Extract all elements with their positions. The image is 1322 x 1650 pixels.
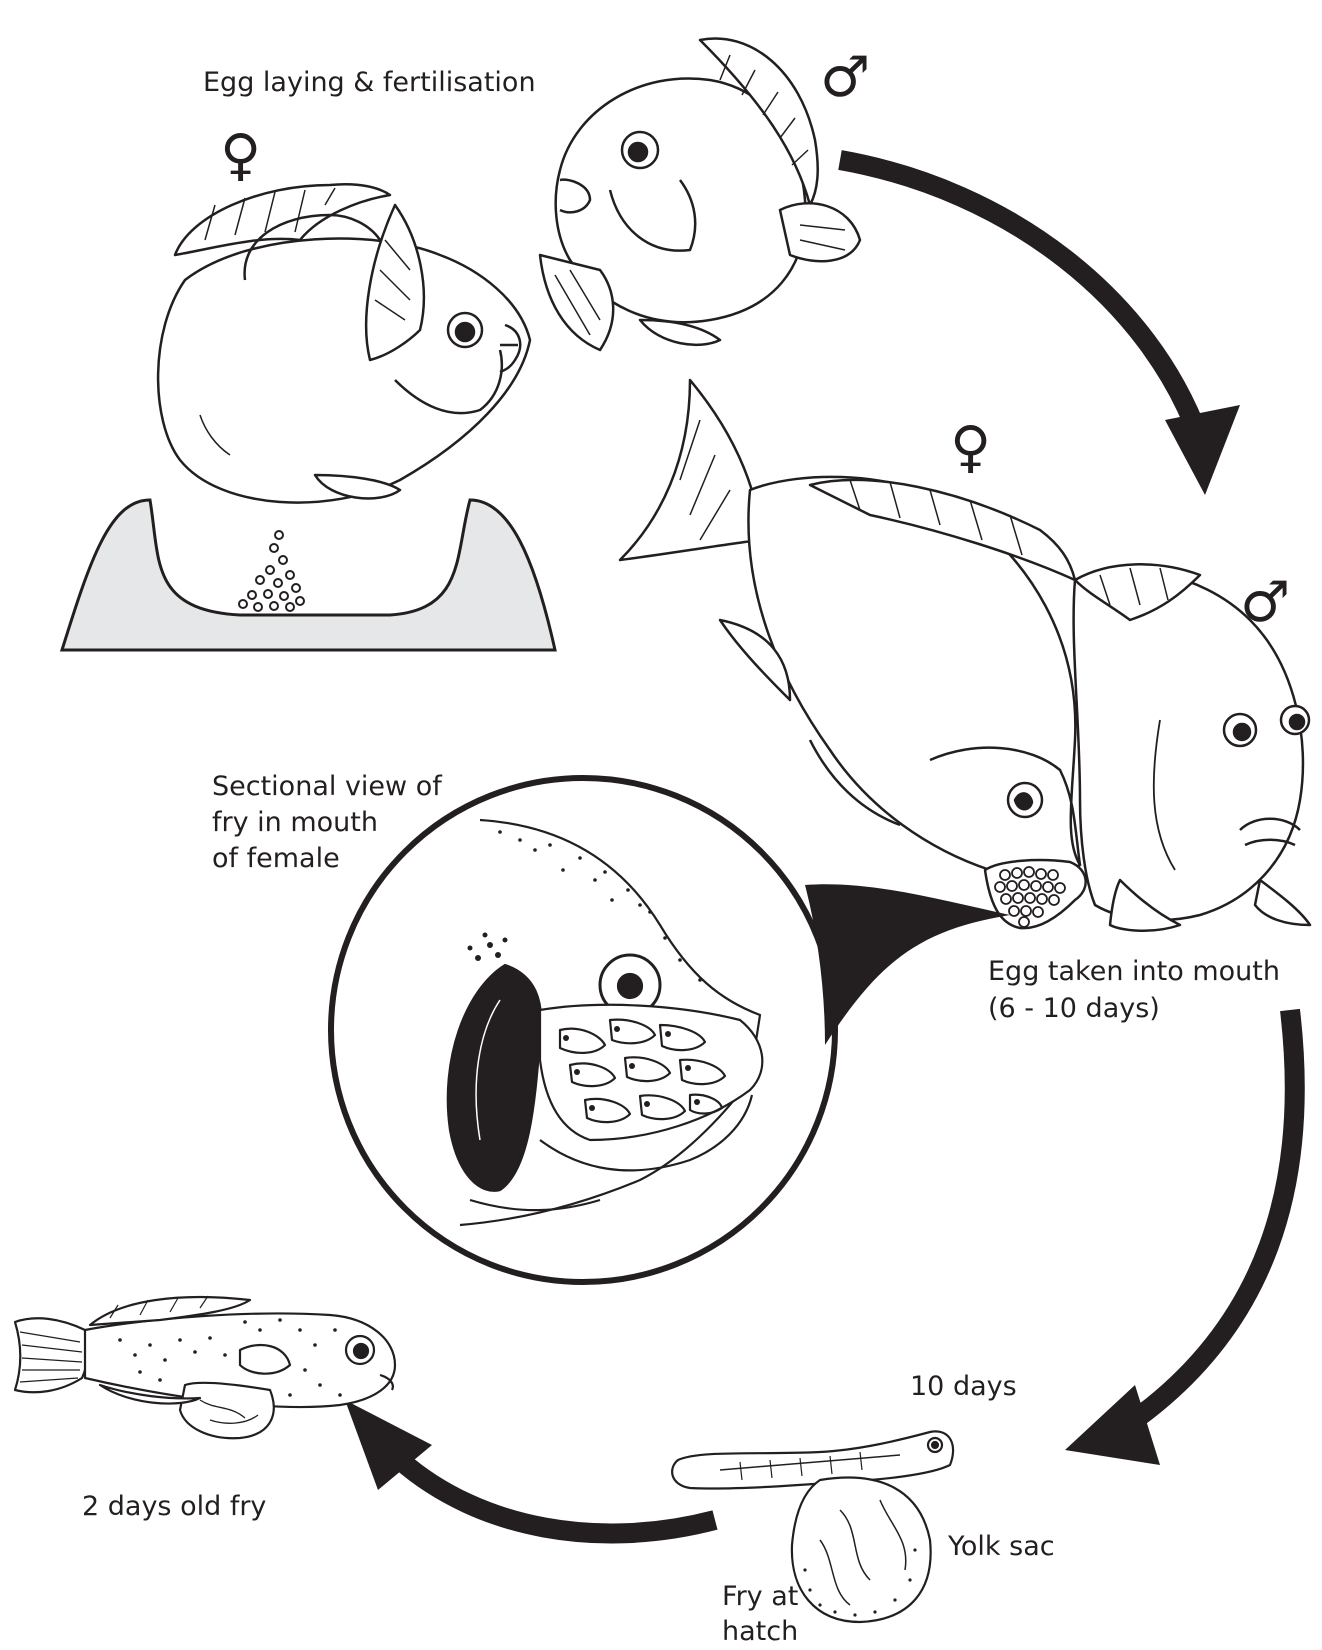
female-symbol-top: ♀ <box>220 128 261 184</box>
fry-in-mouth-section <box>448 820 763 1225</box>
label-egg-laying: Egg laying & fertilisation <box>203 66 536 100</box>
male-symbol-middle: ♂ <box>1240 575 1290 631</box>
female-fish-mouthbrooding <box>620 380 1086 928</box>
label-yolk-sac: Yolk sac <box>948 1530 1055 1564</box>
label-egg-mouth-line1: Egg taken into mouth <box>988 955 1280 989</box>
label-two-days-fry: 2 days old fry <box>82 1490 266 1524</box>
label-ten-days: 10 days <box>910 1370 1017 1404</box>
label-fry-hatch-line1: Fry at <box>722 1580 798 1614</box>
arrow-1-spawn-to-brood <box>840 160 1240 495</box>
female-fish-spawning <box>158 184 530 502</box>
label-sectional-view-line3: of female <box>212 842 340 876</box>
male-fish-fertilising <box>540 38 860 350</box>
label-sectional-view-line1: Sectional view of <box>212 770 442 804</box>
two-day-old-fry <box>15 1296 395 1438</box>
male-symbol-top: ♂ <box>820 50 870 106</box>
magnification-wedge <box>805 884 1010 1045</box>
arrow-2-brood-to-hatch <box>1065 1010 1295 1465</box>
female-symbol-middle: ♀ <box>950 420 991 476</box>
label-sectional-view-line2: fry in mouth <box>212 806 378 840</box>
substrate-mound <box>62 500 555 650</box>
eggs-on-substrate <box>239 531 304 611</box>
label-egg-mouth-line2: (6 - 10 days) <box>988 992 1160 1026</box>
label-fry-hatch-line2: hatch <box>722 1615 798 1649</box>
arrow-3-hatch-to-fry <box>345 1400 715 1534</box>
